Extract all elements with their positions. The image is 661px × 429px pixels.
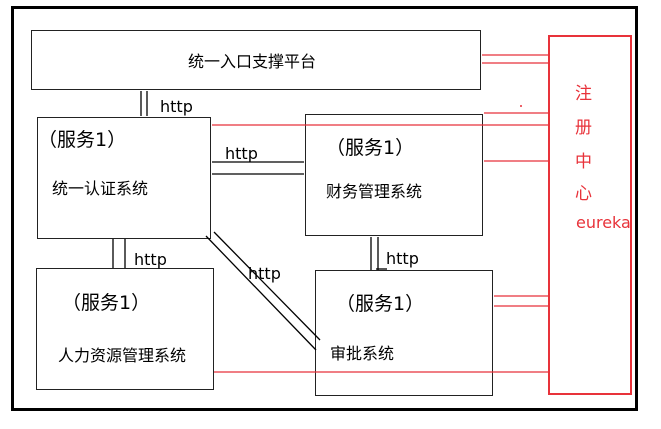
registry-box: 注 册 中 心 eureka xyxy=(548,35,632,395)
approval-box xyxy=(315,270,493,396)
auth-box xyxy=(37,117,211,239)
link-label: http xyxy=(248,264,281,283)
auth-label: 统一认证系统 xyxy=(52,179,149,198)
link-label: http xyxy=(160,97,193,116)
gateway-box xyxy=(31,30,481,90)
hr-label: 人力资源管理系统 xyxy=(58,346,187,365)
finance-box xyxy=(305,114,483,236)
registry-char: 册 xyxy=(575,118,592,138)
finance-tag: （服务1） xyxy=(326,137,415,159)
diagram-frame xyxy=(11,6,638,411)
registry-name: eureka xyxy=(576,213,631,232)
approval-tag: （服务1） xyxy=(336,293,425,315)
finance-label: 财务管理系统 xyxy=(326,182,423,201)
approval-label: 审批系统 xyxy=(330,344,395,363)
gateway-label: 统一入口支撑平台 xyxy=(188,52,317,71)
registry-char: 中 xyxy=(575,152,592,172)
hr-box xyxy=(36,268,214,390)
auth-tag: （服务1） xyxy=(38,129,127,151)
registry-char: 注 xyxy=(575,84,592,104)
link-label: http xyxy=(134,250,167,269)
registry-char: 心 xyxy=(575,184,592,204)
link-label: http xyxy=(225,144,258,163)
hr-tag: （服务1） xyxy=(62,292,151,314)
link-label: http xyxy=(386,249,419,268)
